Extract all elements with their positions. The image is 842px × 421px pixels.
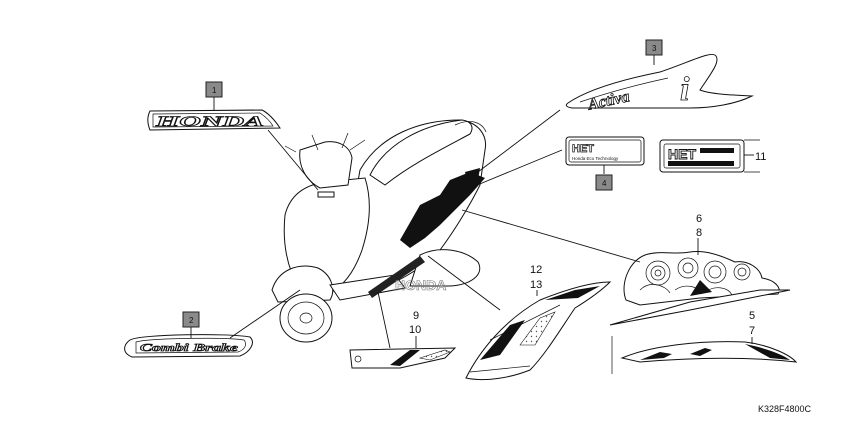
callout-box-4: 4: [595, 174, 613, 191]
scooter-illustration: HONDA: [271, 119, 487, 343]
combi-brake-decal: Combi Brake: [124, 334, 253, 358]
callout-number: 1: [212, 86, 217, 95]
part-label-11: 11: [755, 151, 766, 163]
combi-brake-text: Combi Brake: [140, 342, 238, 354]
callout-box-2: 2: [182, 311, 200, 328]
activa-i-text: i: [680, 71, 690, 108]
part-label-12: 12: [530, 264, 542, 276]
het-large-decal: HET: [659, 139, 760, 173]
part-label-13: 13: [530, 279, 542, 291]
svg-text:HONDA: HONDA: [395, 277, 446, 293]
part-label-10: 10: [409, 324, 421, 336]
diagram-reference-code: K328F4800C: [758, 404, 812, 414]
honda-logo-decal: HONDA: [147, 109, 281, 131]
het-large-logo-text: HET: [668, 146, 696, 162]
leader-lines: [190, 54, 754, 349]
callout-number: 2: [189, 316, 194, 325]
activa-i-decal: Activa i: [565, 54, 754, 114]
het-small-decal: HET Honda Eco Technology: [565, 136, 645, 166]
side-small-decal: [349, 347, 457, 369]
part-label-9: 9: [413, 310, 419, 322]
part-label-6: 6: [696, 213, 702, 225]
callout-number: 3: [652, 44, 657, 53]
het-small-logo-text: HET: [572, 143, 594, 155]
callout-box-1: 1: [205, 81, 223, 98]
honda-logo-text: HONDA: [154, 114, 264, 130]
side-large-decal: [465, 281, 612, 381]
part-label-8: 8: [696, 227, 702, 239]
swirl-graphic-decal: [609, 251, 791, 326]
part-label-7: 7: [749, 325, 755, 337]
callout-number: 4: [602, 179, 607, 188]
stripe-decal: [611, 336, 798, 374]
het-small-subtitle-text: Honda Eco Technology: [572, 156, 619, 161]
part-label-5: 5: [749, 310, 755, 322]
callout-box-3: 3: [645, 39, 663, 56]
